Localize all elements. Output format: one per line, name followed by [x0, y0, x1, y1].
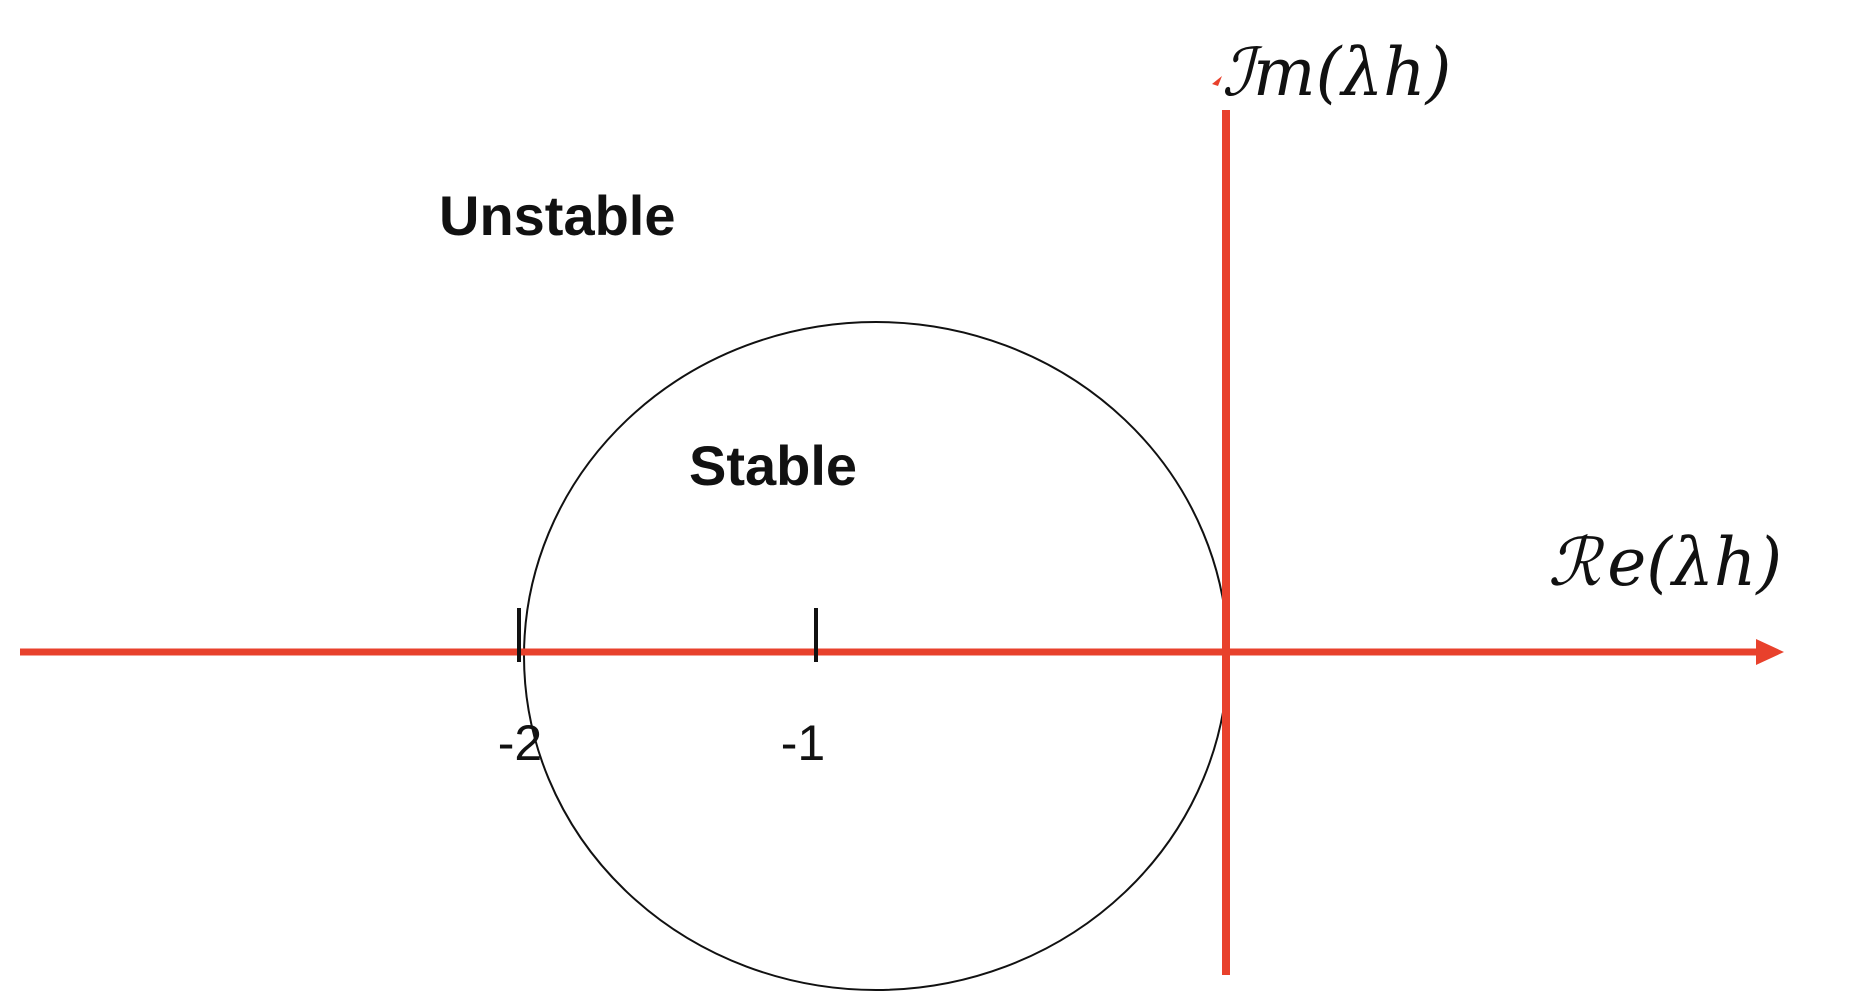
stability-circle: [523, 321, 1229, 991]
stable-region-label: Stable: [689, 434, 857, 497]
tick-label-minus-2: -2: [498, 715, 542, 771]
unstable-region-label: Unstable: [439, 184, 676, 247]
imaginary-axis-mark: [1212, 76, 1222, 86]
real-axis-arrowhead: [1756, 639, 1784, 665]
real-axis-label: ℛ e(λh): [1548, 524, 1782, 601]
tick-label-minus-1: -1: [781, 715, 825, 771]
imaginary-axis-label: ℐm(λh): [1222, 34, 1451, 111]
